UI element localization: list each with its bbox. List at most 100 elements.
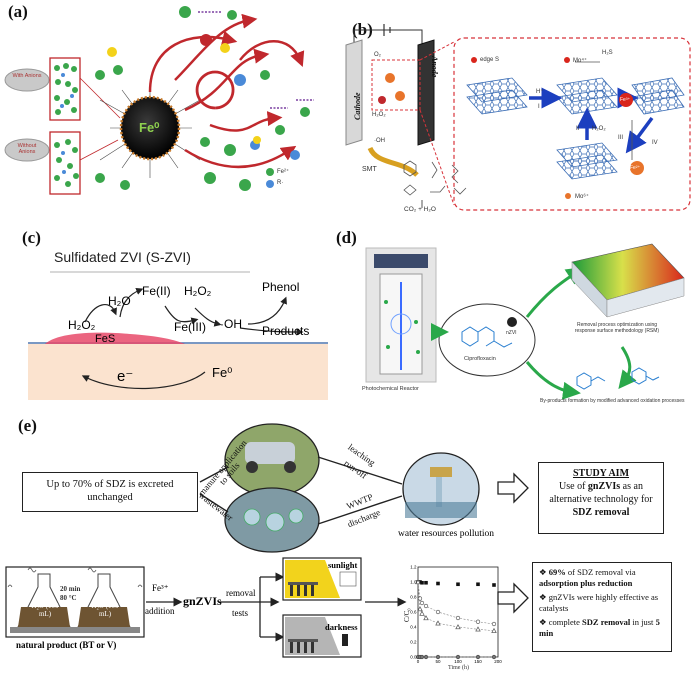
series-1-point (419, 600, 425, 606)
x-tick-label: 100 (454, 659, 462, 664)
result-1: ❖ 69% of SDZ removal via adsorption plus… (539, 567, 636, 588)
chart-xlabel: Time (h) (448, 665, 469, 671)
nzvi-label: nZVI (506, 330, 517, 336)
cathode-label: Cathode (353, 92, 362, 120)
panel-a-label: (a) (8, 2, 28, 21)
series-0-point (424, 580, 428, 585)
chart-ylabel: C/C₀ (403, 608, 411, 622)
aim-pre: Use of (559, 481, 588, 492)
products-label: Products (262, 324, 310, 338)
x-tick-label: 50 (435, 659, 441, 664)
series-3-point (419, 654, 425, 660)
y-tick-label: 0.8 (410, 595, 417, 600)
series-0-point (492, 583, 496, 587)
x-tick-label: 0 (417, 659, 420, 664)
cipro-label: Ciprofloxacin (464, 356, 496, 362)
series-1-point (491, 621, 497, 627)
result-2-text: gnZVIs were highly effective as catalyst… (539, 592, 659, 613)
aim-gnzvis: gnZVIs (587, 481, 621, 492)
panel-d-label: (d) (336, 228, 357, 247)
series-1-point (417, 596, 423, 601)
series-0-point (420, 580, 424, 585)
step-ii-label: II (576, 126, 580, 132)
series-3-point (491, 654, 497, 660)
h2o2-b2-label: H₂O₂ (592, 126, 606, 132)
tests-label: tests (232, 608, 249, 618)
panel-b-illustration (345, 24, 691, 211)
result-3-mid: in just (630, 617, 656, 627)
result-1-mech: adsorption plus reduction (539, 578, 633, 588)
fe2-c-label: Fe(II) (142, 284, 171, 298)
panel-a: (a) (0, 0, 330, 215)
result-2: ❖ gnZVIs were highly effective as cataly… (539, 592, 659, 613)
study-aim-text: Use of gnZVIs as an alternative technolo… (543, 480, 659, 519)
flask-left-label: H₂O (100 mL) (31, 602, 59, 618)
series-3-point (475, 654, 481, 660)
byproduct-caption: By-products formation by modified advanc… (540, 398, 685, 404)
fe3-e-label: Fe³⁺ (152, 583, 169, 593)
result-3-pre: complete (548, 617, 583, 627)
series-0-point (456, 582, 460, 587)
y-tick-label: 1.0 (410, 580, 417, 585)
rsm-caption: Removal process optimization using respo… (574, 322, 660, 334)
panel-c-label: (c) (22, 228, 41, 247)
addition-label: addition (145, 606, 175, 616)
series-2-point (417, 606, 423, 612)
step-iii-label: III (618, 135, 624, 141)
mo4-label: Mo⁴⁺ (573, 58, 588, 64)
series-3-point (455, 654, 461, 660)
panel-d-illustration (365, 243, 685, 400)
results-box: ❖ 69% of SDZ removal via adsorption plus… (532, 562, 672, 652)
natural-product-label: natural product (BT or V) (16, 640, 117, 650)
series-1-point (475, 619, 481, 624)
result-3-time: 5 min (539, 617, 660, 638)
fe3-b-label: Fe³⁺ (620, 97, 631, 103)
study-aim-box: STUDY AIM Use of gnZVIs as an alternativ… (538, 462, 664, 534)
oh-c-label: ·OH (220, 317, 242, 331)
edge-s-label: edge S (480, 57, 500, 63)
darkness-label: darkness (325, 622, 358, 632)
series-2-point (435, 620, 441, 626)
series-3-point (423, 654, 429, 660)
result-3-sdz: SDZ removal (582, 617, 631, 627)
panel-c-illustration (28, 271, 328, 400)
y-tick-label: 0.4 (410, 625, 417, 630)
series-2-point (415, 579, 421, 585)
series-2-point (491, 627, 497, 633)
panel-c: (c) Sulfidated ZVI (S-ZVI) H₂O₂ H₂O Fe(I… (0, 222, 330, 402)
legend-fe-label: Fe²⁺ (277, 169, 290, 175)
panel-e: (e) (0, 412, 693, 675)
chart-marks (415, 579, 497, 660)
pollution-label: water resources pollution (398, 529, 495, 539)
series-0-point (436, 581, 440, 586)
electron-label: e⁻ (117, 368, 134, 385)
panel-b: (b) (332, 0, 693, 218)
chart-axes (417, 566, 499, 658)
phenol-label: Phenol (262, 280, 300, 294)
without-anions-label: Without Anions (17, 143, 37, 155)
x-tick-label: 150 (474, 659, 482, 664)
panel-d: (d) (332, 222, 693, 412)
plot-frame (417, 566, 499, 658)
series-3-point (435, 654, 441, 660)
gnzvis-label: gnZVIs (183, 594, 222, 608)
legend-r-label: R· (277, 180, 284, 186)
series-2-point (419, 610, 425, 616)
series-2-line (417, 581, 495, 632)
h2s-label: H₂S (602, 50, 613, 56)
fes-label: FeS (95, 333, 116, 345)
h2o-label: H₂O (108, 294, 131, 308)
h-plus-label: H⁺ (536, 89, 544, 95)
series-1-point (423, 603, 429, 609)
result-3: ❖ complete SDZ removal in just 5 min (539, 617, 660, 638)
series-1-point (455, 615, 461, 621)
series-2-point (455, 624, 461, 630)
h2o2-b-label: H₂O₂ (372, 112, 386, 118)
sdz-excreted-text: Up to 70% of SDZ is excreted unchanged (46, 479, 174, 503)
with-anions-label: With Anions (12, 73, 42, 79)
fe2-b-label: Fe²⁺ (630, 165, 641, 171)
x-tick-label: 200 (494, 659, 502, 664)
fe0-c-label: Fe⁰ (212, 365, 233, 380)
sdz-excreted-box: Up to 70% of SDZ is excreted unchanged (22, 472, 198, 512)
